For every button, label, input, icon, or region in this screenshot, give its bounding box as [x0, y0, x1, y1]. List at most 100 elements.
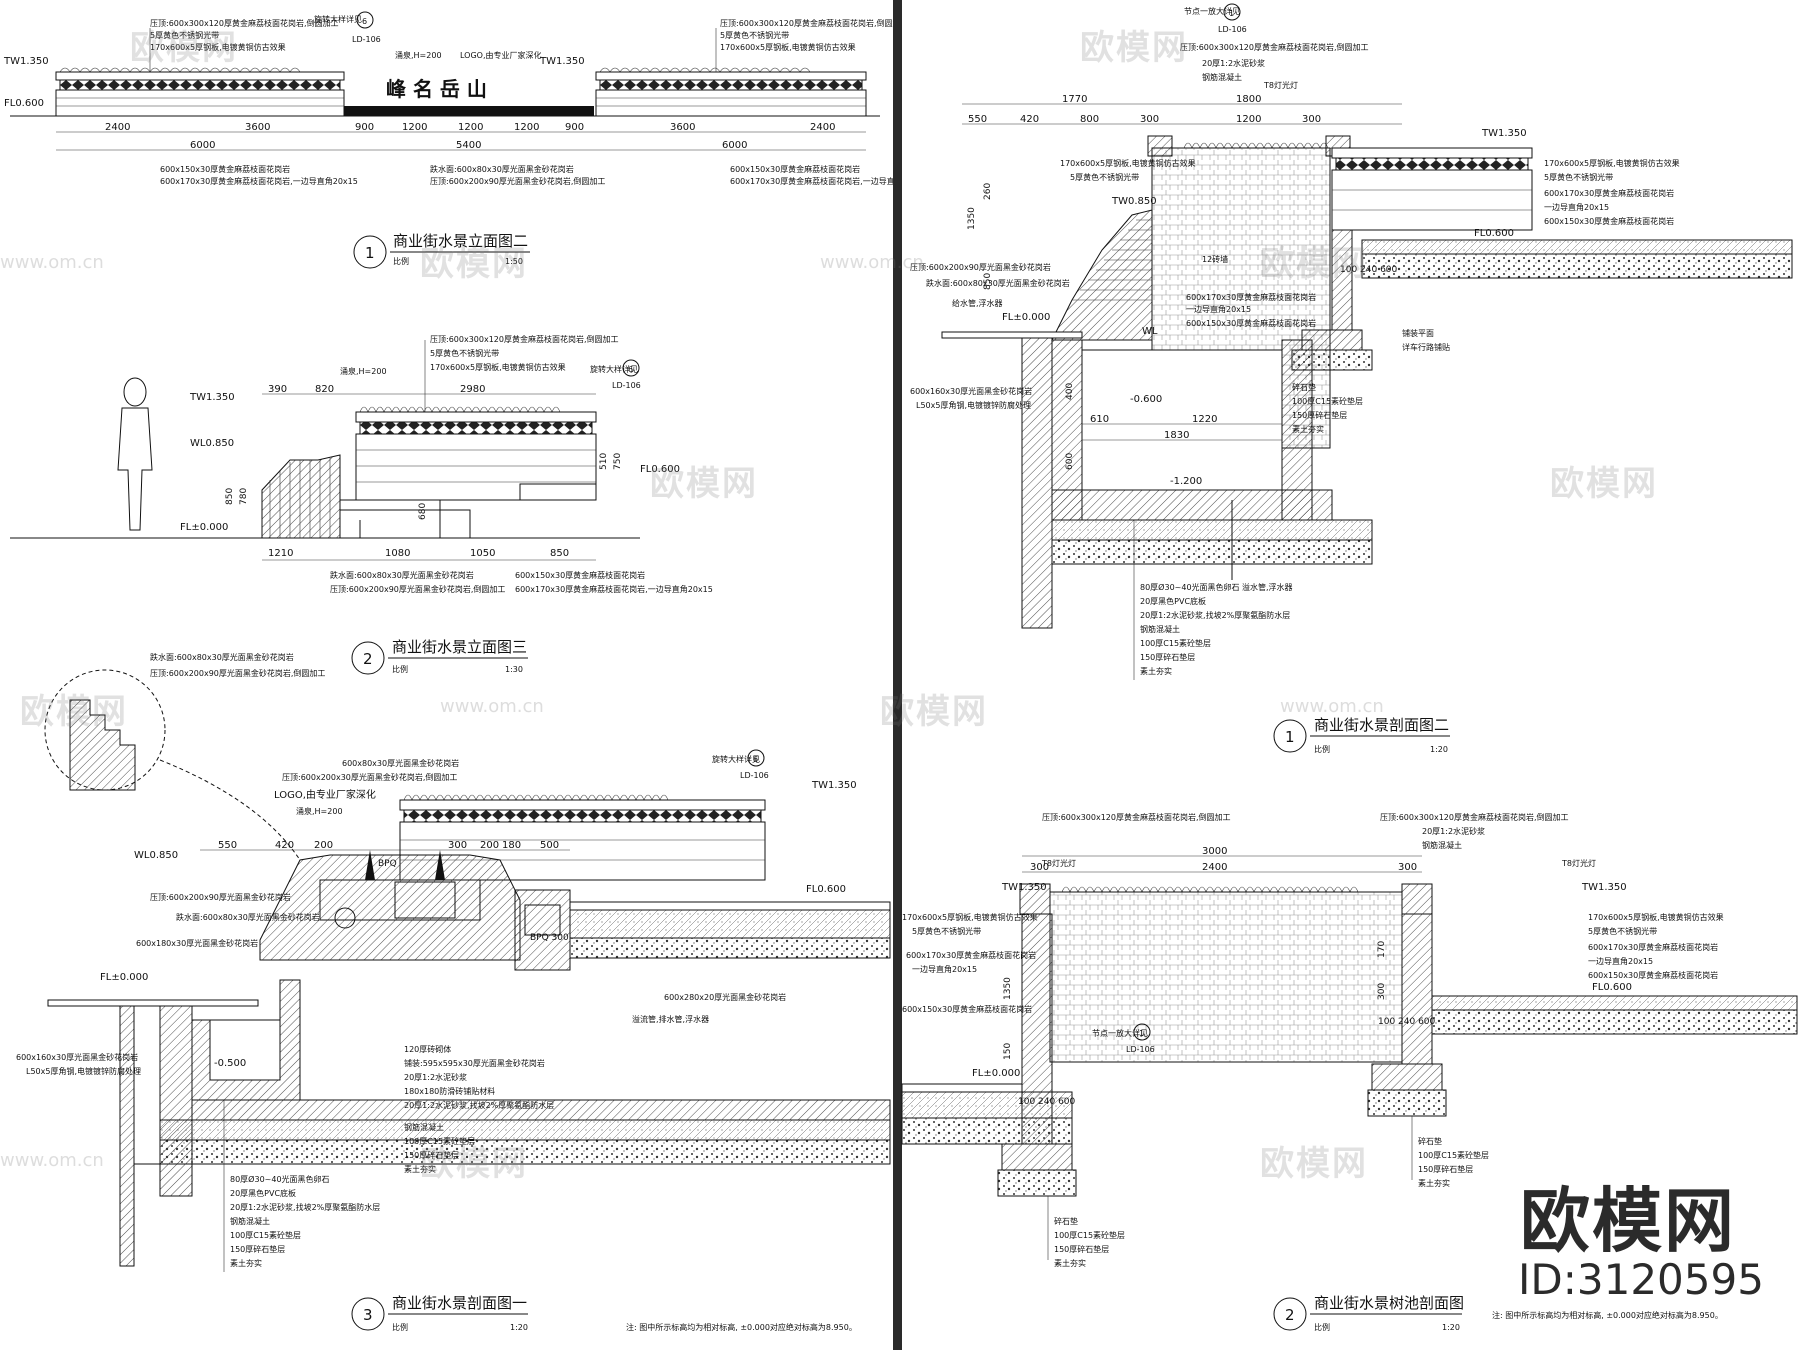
svg-text:300: 300 — [1140, 114, 1159, 125]
sec1-left-notes: 压顶:600x200x90厚光面黑金砂花岗岩 跌水面:600x80x30厚光面黑… — [16, 892, 320, 1076]
sec2-mid-notes: 压顶:600x200x90厚光面黑金砂花岗岩 跌水面:600x80x30厚光面黑… — [910, 262, 1070, 288]
svg-text:600: 600 — [1065, 453, 1075, 470]
svg-text:300: 300 — [448, 840, 467, 851]
elev2-number: 1 — [365, 244, 375, 262]
svg-text:压顶:600x300x120厚黄金麻荔枝面花岗岩,倒圆加工: 压顶:600x300x120厚黄金麻荔枝面花岗岩,倒圆加工 — [1180, 42, 1369, 52]
svg-text:200: 200 — [480, 840, 499, 851]
svg-text:20厚1:2水泥砂浆,找坡2%厚聚氨酯防水层: 20厚1:2水泥砂浆,找坡2%厚聚氨酯防水层 — [230, 1202, 380, 1212]
svg-text:1200: 1200 — [514, 122, 539, 133]
svg-text:20厚1:2水泥砂浆: 20厚1:2水泥砂浆 — [404, 1072, 467, 1082]
sec1-layers: 120厚砖砌体 铺装:595x595x30厚光面黑金砂花岗岩 20厚1:2水泥砂… — [404, 1044, 554, 1110]
svg-text:5厚黄色不锈钢光带: 5厚黄色不锈钢光带 — [912, 926, 981, 936]
svg-text:100厚C15素砼垫层: 100厚C15素砼垫层 — [1054, 1230, 1125, 1240]
svg-text:600x170x30厚黄金麻荔枝面花岗岩,一边导直角20x1: 600x170x30厚黄金麻荔枝面花岗岩,一边导直角20x15 — [730, 176, 928, 186]
level-tw: TW1.350 — [189, 392, 235, 403]
svg-text:一边导直角20x15: 一边导直角20x15 — [912, 964, 977, 974]
svg-text:比例: 比例 — [393, 256, 409, 266]
svg-text:1:20: 1:20 — [1442, 1323, 1460, 1332]
section-2: 节点一放大详见 1 LD-106 压顶:600x300x120厚黄金麻荔枝面花岗… — [910, 3, 1793, 754]
svg-text:100 240 600: 100 240 600 — [1340, 265, 1398, 275]
svg-text:750: 750 — [613, 453, 623, 470]
svg-text:600x150x30厚黄金麻荔枝面花岗岩: 600x150x30厚黄金麻荔枝面花岗岩 — [515, 570, 645, 580]
svg-text:170x600x5厚钢板,电镀黄铜仿古效果: 170x600x5厚钢板,电镀黄铜仿古效果 — [150, 42, 286, 52]
svg-text:900: 900 — [565, 122, 584, 133]
sec1-layers-lower: 钢筋混凝土 100厚C15素砼垫层 150厚碎石垫层 素土夯实 — [404, 1122, 475, 1174]
svg-text:820: 820 — [315, 384, 334, 395]
svg-text:200: 200 — [314, 840, 333, 851]
tree-tw-right: TW1.350 — [1581, 882, 1627, 893]
svg-text:170: 170 — [1377, 941, 1387, 958]
svg-text:钢筋混凝土: 钢筋混凝土 — [1140, 624, 1180, 634]
svg-text:600x160x30厚光面黑金砂花岗岩: 600x160x30厚光面黑金砂花岗岩 — [910, 386, 1032, 396]
level-tw: TW1.350 — [3, 56, 49, 67]
svg-text:跌水面:600x80x30厚光面黑金砂花岗岩: 跌水面:600x80x30厚光面黑金砂花岗岩 — [926, 278, 1070, 288]
svg-text:100厚C15素砼垫层: 100厚C15素砼垫层 — [1418, 1150, 1489, 1160]
svg-text:180: 180 — [502, 840, 521, 851]
svg-text:L50x5厚角钢,电镀镀锌防腐处理: L50x5厚角钢,电镀镀锌防腐处理 — [26, 1066, 141, 1076]
svg-text:LD-106: LD-106 — [740, 771, 769, 780]
svg-text:压顶:600x200x90厚光面黑金砂花岗岩,倒圆加工: 压顶:600x200x90厚光面黑金砂花岗岩,倒圆加工 — [150, 668, 325, 678]
svg-text:6: 6 — [753, 755, 758, 764]
svg-text:铺装:595x595x30厚光面黑金砂花岗岩: 铺装:595x595x30厚光面黑金砂花岗岩 — [404, 1058, 545, 1068]
svg-text:跌水面:600x80x30厚光面黑金砂花岗岩: 跌水面:600x80x30厚光面黑金砂花岗岩 — [176, 912, 320, 922]
svg-text:100 240 600: 100 240 600 — [1018, 1097, 1076, 1107]
notes-top-right: 压顶:600x300x120厚黄金麻荔枝面花岗岩,倒圆加工 5厚黄色不锈钢光带 … — [715, 18, 909, 72]
svg-text:压顶:600x200x30厚光面黑金砂花岗岩,倒圆加工: 压顶:600x200x30厚光面黑金砂花岗岩,倒圆加工 — [282, 772, 457, 782]
watermark: 欧模网 — [20, 692, 128, 732]
sec2-left-notes: 170x600x5厚钢板,电镀黄铜仿古效果 5厚黄色不锈钢光带 — [1060, 158, 1196, 182]
tree-tw-left: TW1.350 — [1001, 882, 1047, 893]
svg-text:压顶:600x300x120厚黄金麻荔枝面花岗岩,倒圆加工: 压顶:600x300x120厚黄金麻荔枝面花岗岩,倒圆加工 — [720, 18, 909, 28]
dims-top: 2400 3600 900 1200 1200 1200 900 3600 24… — [105, 122, 835, 133]
sheet-divider — [893, 0, 902, 1350]
svg-text:素土夯实: 素土夯实 — [1292, 424, 1324, 434]
svg-text:100厚C15素砼垫层: 100厚C15素砼垫层 — [404, 1136, 475, 1146]
svg-text:给水管,浮水器: 给水管,浮水器 — [952, 298, 1003, 308]
spray-label: 涌泉,H=200 — [395, 50, 442, 60]
sec2-number: 1 — [1285, 728, 1295, 746]
svg-text:溢流管,排水管,浮水器: 溢流管,排水管,浮水器 — [632, 1014, 709, 1024]
svg-text:T8灯光灯: T8灯光灯 — [1263, 80, 1298, 90]
level-wl: WL0.850 — [190, 438, 234, 449]
svg-text:5厚黄色不锈钢光带: 5厚黄色不锈钢光带 — [430, 348, 499, 358]
watermark: 欧模网 — [650, 464, 758, 504]
dims-total: 6000 5400 6000 — [190, 140, 747, 151]
callout-num: 6 — [362, 17, 367, 26]
svg-text:850: 850 — [550, 548, 569, 559]
sec1-fl600: FL0.600 — [806, 884, 846, 895]
svg-text:300: 300 — [1377, 983, 1387, 1000]
svg-text:600x280x20厚光面黑金砂花岗岩: 600x280x20厚光面黑金砂花岗岩 — [664, 992, 786, 1002]
tree-title: 商业街水景树池剖面图 — [1314, 1294, 1464, 1312]
svg-text:1050: 1050 — [470, 548, 495, 559]
svg-text:一边导直角20x15: 一边导直角20x15 — [1588, 956, 1653, 966]
right-sheet-canvas: 节点一放大详见 1 LD-106 压顶:600x300x120厚黄金麻荔枝面花岗… — [901, 3, 1798, 1332]
svg-text:T8灯光灯: T8灯光灯 — [1561, 858, 1596, 868]
svg-text:20厚黑色PVC底板: 20厚黑色PVC底板 — [1140, 596, 1206, 606]
svg-text:150厚碎石垫层: 150厚碎石垫层 — [230, 1244, 285, 1254]
svg-text:比例: 比例 — [392, 1322, 408, 1332]
svg-text:一边导直角20x15: 一边导直角20x15 — [1544, 202, 1609, 212]
svg-text:1200: 1200 — [402, 122, 427, 133]
svg-text:150: 150 — [1003, 1043, 1013, 1060]
elev3-notes-top: 压顶:600x300x120厚黄金麻荔枝面花岗岩,倒圆加工 5厚黄色不锈钢光带 … — [424, 334, 619, 412]
svg-text:1200: 1200 — [458, 122, 483, 133]
svg-text:跌水面:600x80x30厚光面黑金砂花岗岩: 跌水面:600x80x30厚光面黑金砂花岗岩 — [330, 570, 474, 580]
svg-text:600x170x30厚黄金麻荔枝面花岗岩: 600x170x30厚黄金麻荔枝面花岗岩 — [1588, 942, 1718, 952]
svg-text:300: 300 — [1398, 862, 1417, 873]
svg-text:100厚C15素砼垫层: 100厚C15素砼垫层 — [1140, 638, 1211, 648]
svg-text:170x600x5厚钢板,电镀黄铜仿古效果: 170x600x5厚钢板,电镀黄铜仿古效果 — [1060, 158, 1196, 168]
watermark: 欧模网 — [1550, 464, 1658, 504]
svg-text:1210: 1210 — [268, 548, 293, 559]
svg-text:600x150x30厚黄金麻荔枝面花岗岩: 600x150x30厚黄金麻荔枝面花岗岩 — [1186, 318, 1316, 328]
sec1-footnote: 注: 图中所示标高均为相对标高, ±0.000对应绝对标高为8.950。 — [626, 1322, 857, 1332]
svg-text:12砖墙: 12砖墙 — [1202, 254, 1228, 264]
sec1-dims: 550 420 200 300 200 180 500 — [218, 840, 559, 851]
svg-text:1830: 1830 — [1164, 430, 1189, 441]
svg-text:1800: 1800 — [1236, 94, 1261, 105]
tree-footnote: 注: 图中所示标高均为相对标高, ±0.000对应绝对标高为8.950。 — [1492, 1310, 1723, 1320]
watermark-url: www.om.cn — [440, 696, 544, 717]
svg-text:6000: 6000 — [722, 140, 747, 151]
svg-text:6000: 6000 — [190, 140, 215, 151]
svg-text:2980: 2980 — [460, 384, 485, 395]
watermark-url: www.om.cn — [1280, 696, 1384, 717]
sec2-inner-notes: 600x170x30厚黄金麻荔枝面花岗岩 一边导直角20x15 600x150x… — [1186, 292, 1316, 328]
